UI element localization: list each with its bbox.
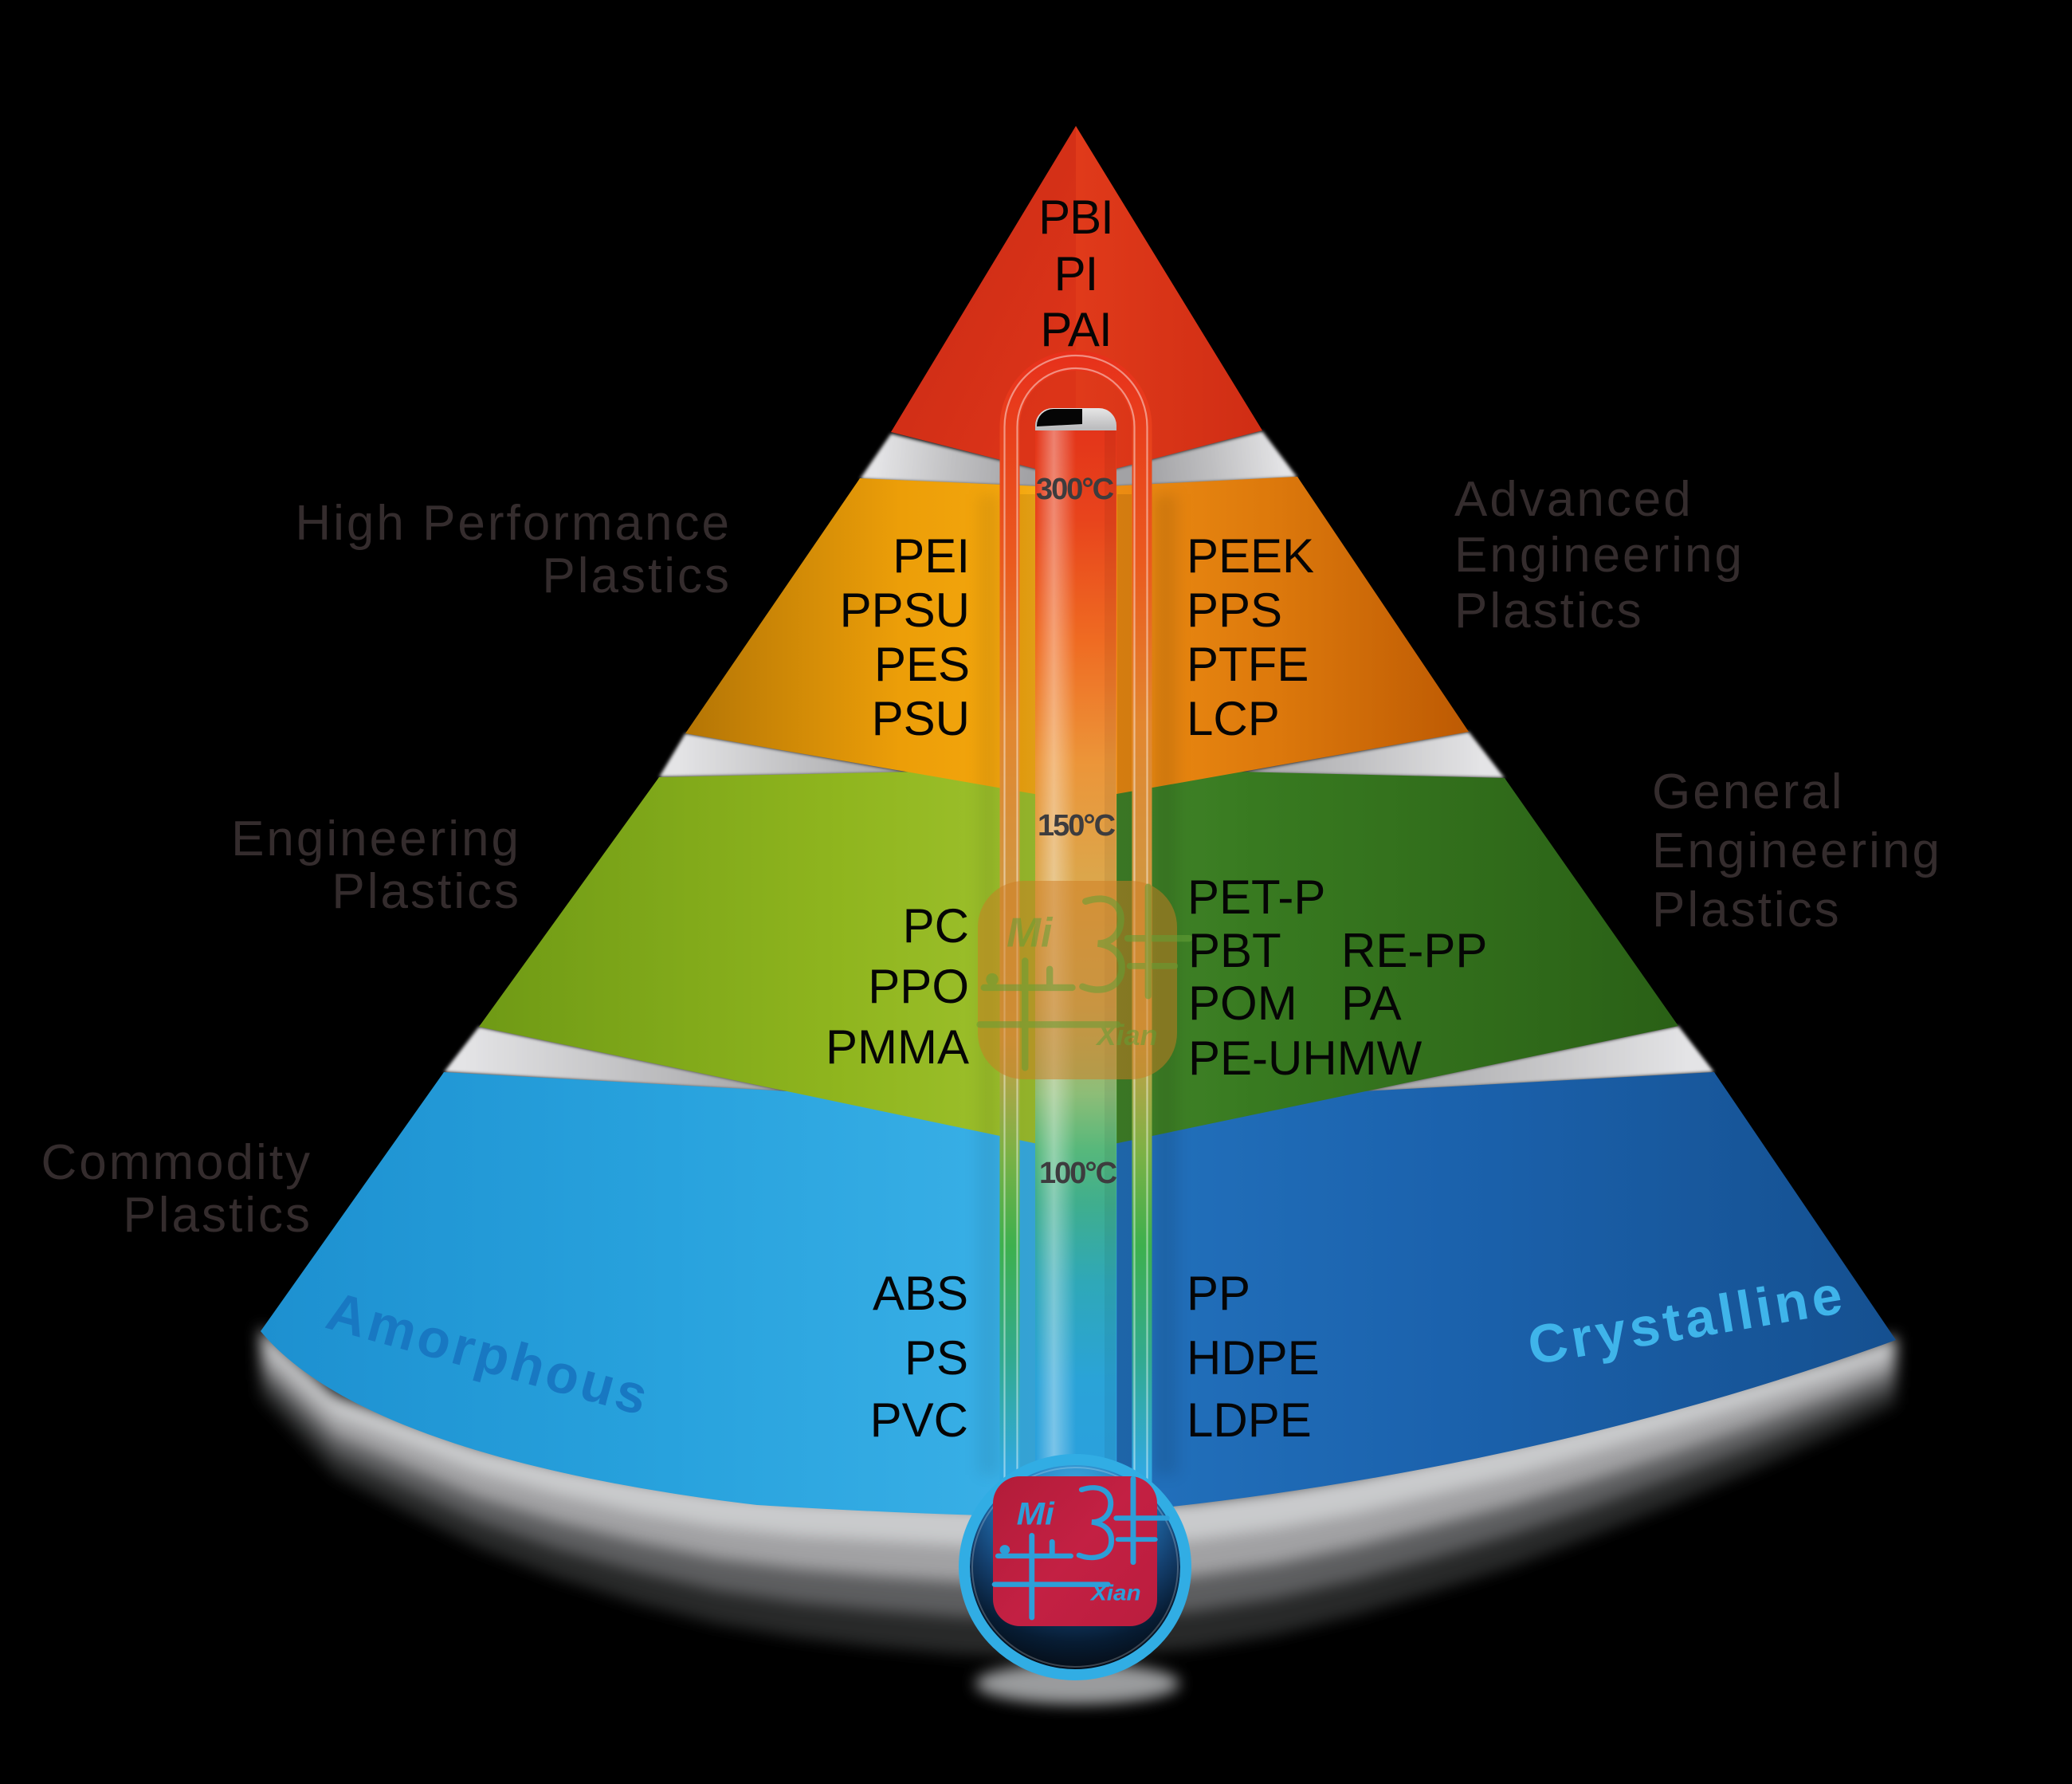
svg-text:LCP: LCP (1187, 692, 1280, 745)
svg-text:PPS: PPS (1187, 584, 1282, 637)
svg-text:Plastics: Plastics (542, 548, 732, 603)
svg-text:PBT: PBT (1188, 924, 1281, 977)
svg-text:POM: POM (1188, 976, 1297, 1030)
svg-text:ABS: ABS (873, 1267, 968, 1320)
svg-text:PEEK: PEEK (1187, 529, 1314, 583)
svg-text:100°C: 100°C (1039, 1157, 1117, 1190)
svg-text:PP: PP (1187, 1267, 1250, 1320)
svg-text:Plastics: Plastics (1652, 882, 1842, 937)
svg-text:PET-P: PET-P (1187, 870, 1325, 924)
svg-text:PI: PI (1054, 247, 1098, 301)
svg-text:300°C: 300°C (1036, 473, 1114, 506)
svg-text:Engineering: Engineering (231, 811, 521, 866)
svg-text:PSU: PSU (872, 692, 970, 745)
svg-text:RE-PP: RE-PP (1341, 924, 1487, 977)
svg-text:LDPE: LDPE (1187, 1393, 1312, 1447)
svg-text:High Performance: High Performance (295, 496, 732, 551)
svg-text:PEI: PEI (893, 529, 970, 583)
svg-text:PTFE: PTFE (1187, 638, 1309, 691)
svg-text:Advanced: Advanced (1454, 472, 1693, 527)
svg-text:PPSU: PPSU (840, 584, 970, 637)
svg-text:PC: PC (903, 899, 969, 953)
svg-text:PAI: PAI (1040, 303, 1111, 356)
svg-text:Plastics: Plastics (332, 864, 521, 919)
svg-text:PVC: PVC (870, 1393, 968, 1447)
svg-text:Plastics: Plastics (1454, 584, 1644, 639)
svg-text:PES: PES (874, 638, 970, 691)
svg-text:HDPE: HDPE (1187, 1331, 1320, 1385)
svg-text:PA: PA (1341, 976, 1402, 1030)
svg-text:PMMA: PMMA (826, 1020, 969, 1074)
svg-text:PE-UHMW: PE-UHMW (1188, 1031, 1423, 1085)
svg-text:PS: PS (905, 1331, 968, 1385)
svg-text:Engineering: Engineering (1652, 823, 1942, 878)
svg-text:Commodity: Commodity (41, 1135, 312, 1190)
svg-text:General: General (1652, 764, 1845, 819)
svg-text:PPO: PPO (868, 960, 969, 1013)
svg-text:Plastics: Plastics (123, 1188, 312, 1243)
svg-text:Engineering: Engineering (1454, 528, 1744, 583)
svg-text:150°C: 150°C (1038, 809, 1116, 843)
svg-text:PBI: PBI (1038, 191, 1113, 244)
